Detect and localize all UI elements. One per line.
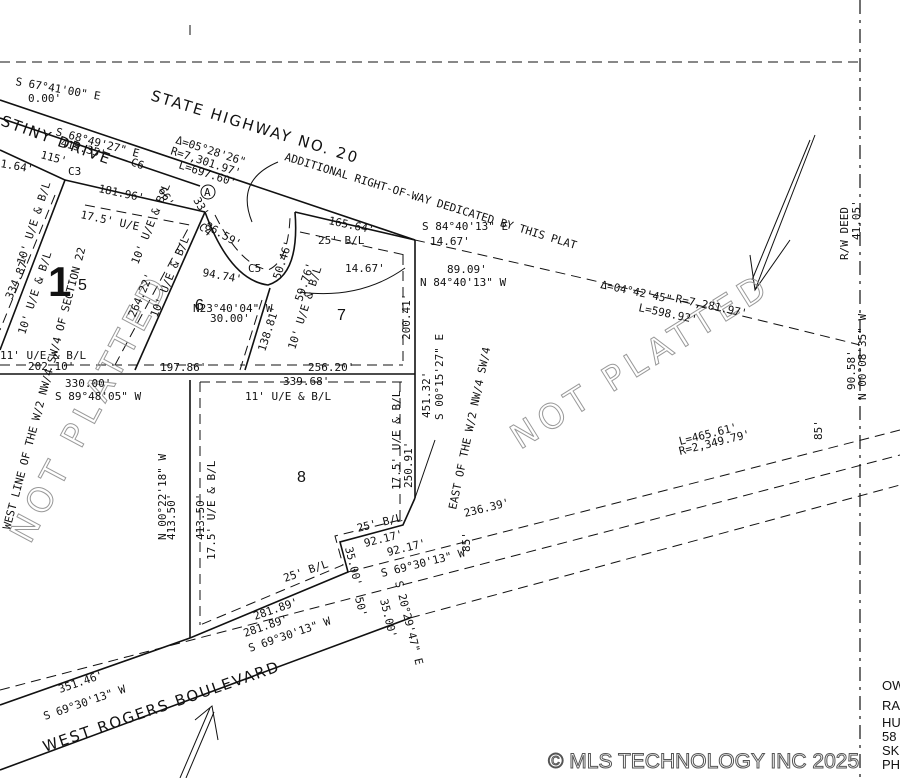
- dist-200: 200.41': [400, 294, 413, 340]
- corner-text-2: RA: [882, 698, 900, 713]
- dist-181: 181.96': [97, 182, 145, 204]
- boulevard-centerline: [0, 454, 900, 691]
- se-distance: 14.67': [430, 235, 470, 248]
- corner-text-6: PH: [882, 757, 900, 772]
- c6-label: C6: [129, 156, 146, 173]
- highway-curve-east: [414, 239, 861, 346]
- easement-17-5-east: 17.5' U/E & B/L: [390, 390, 403, 490]
- lot-5-easement: [84, 204, 191, 366]
- lot7-distance: 14.67': [345, 262, 385, 275]
- ne-bearing: N 84°40'13" W: [420, 276, 506, 289]
- lot-8-number: 8: [297, 469, 306, 486]
- lot-8-south: [189, 497, 416, 639]
- easement-11-lot8: 11' U/E & B/L: [245, 390, 331, 403]
- dist-85-south: 85': [460, 532, 473, 552]
- dist-339: 339.68': [283, 375, 329, 388]
- boulevard-south-dashed: [409, 484, 900, 619]
- boulevard-north-line: [0, 637, 191, 706]
- drive-north-line: [0, 117, 201, 187]
- curve-point-a: [200, 184, 216, 200]
- easement-11-west: 11' U/E & B/L: [0, 349, 86, 362]
- dist-164: 1.64': [0, 157, 34, 176]
- bearing-n23: N23°40'04" W: [193, 302, 273, 315]
- copyright-watermark: © MLS TECHNOLOGY INC 2025: [548, 750, 859, 773]
- lot-8-south-bl: [199, 519, 401, 626]
- dist-197: 197.86': [160, 361, 206, 374]
- east-distance: 90.58': [845, 350, 858, 390]
- cul-de-sac: [204, 211, 297, 286]
- curve-label: A: [204, 186, 211, 199]
- c3-label: C3: [68, 165, 81, 178]
- dist-413-west: 413.50': [165, 494, 178, 540]
- lot-6-7-easement: [239, 299, 263, 371]
- lot-6-7-divider: [244, 287, 271, 371]
- bearing-413: N 00°22'18" W: [156, 454, 169, 540]
- highway-row-line: [0, 99, 416, 241]
- lot-7-number: 7: [337, 307, 346, 324]
- east-bearing: N 00°08'35" W: [856, 314, 869, 400]
- lot-5-east: [134, 211, 206, 371]
- east-w2-leader: [414, 439, 436, 499]
- dist-250: 250.91': [402, 442, 415, 488]
- dist-30: 30.00': [210, 312, 250, 325]
- dist-85-east: 85': [812, 420, 825, 440]
- c5-label: C5: [248, 262, 261, 275]
- dist-35-south: 35.00': [377, 598, 399, 640]
- big-curve-delta: Δ=04°42'45": [599, 278, 673, 306]
- building-line-25-a: 25' B/L: [318, 234, 365, 247]
- lot-7-building-line: [299, 231, 406, 256]
- row-note-arrow: [246, 161, 279, 223]
- corner-text-3: HU: [882, 715, 900, 730]
- block-number: 1: [48, 258, 71, 305]
- dist-202: 202.10': [28, 360, 74, 373]
- rw-deed: R/W DEED: [838, 207, 851, 260]
- dist-50: 50': [352, 596, 369, 618]
- dist-35-north: 35.00': [342, 546, 364, 588]
- easement-17-5-west: 17.5' U/E & B/L: [205, 460, 218, 560]
- boulevard-south-line: [0, 617, 411, 771]
- cul-de-sac-inner: [214, 214, 291, 271]
- line-451: 451.32': [420, 372, 433, 418]
- ne-distance: 89.09': [447, 263, 487, 276]
- lot-7-leader: [299, 267, 406, 295]
- lot-1-easement: [0, 194, 56, 331]
- dist-330: 330.00': [65, 377, 111, 390]
- east-w2-note: EAST OF THE W/2 NW/4 SW/4: [446, 346, 493, 511]
- north-arrow-right: [749, 134, 816, 292]
- lot-7-north: [294, 211, 416, 241]
- north-arrow-bottom: [179, 705, 219, 778]
- dist-413-east: 413.50': [194, 494, 207, 540]
- corner-text-4: 58: [882, 729, 896, 744]
- top-left-distance: 0.00': [28, 92, 61, 105]
- corner-text-1: OW: [882, 678, 900, 693]
- corner-text-5: SK: [882, 743, 900, 758]
- bearing-451: S 00°15'27" E: [433, 334, 446, 420]
- lot-6-number: 6: [195, 297, 204, 314]
- rw-deed-distance: 41.05': [850, 200, 863, 240]
- bearing-330: S 89°48'05" W: [55, 390, 141, 403]
- lot-5-number: 5: [78, 277, 87, 294]
- se-bearing: S 84°40'13" E: [422, 220, 508, 233]
- lot-5-north: [64, 179, 206, 213]
- dist-256: 256.20': [308, 361, 354, 374]
- dist-236: 236.39': [463, 496, 511, 520]
- easement-17-5-north: 17.5' U/E: [79, 208, 140, 233]
